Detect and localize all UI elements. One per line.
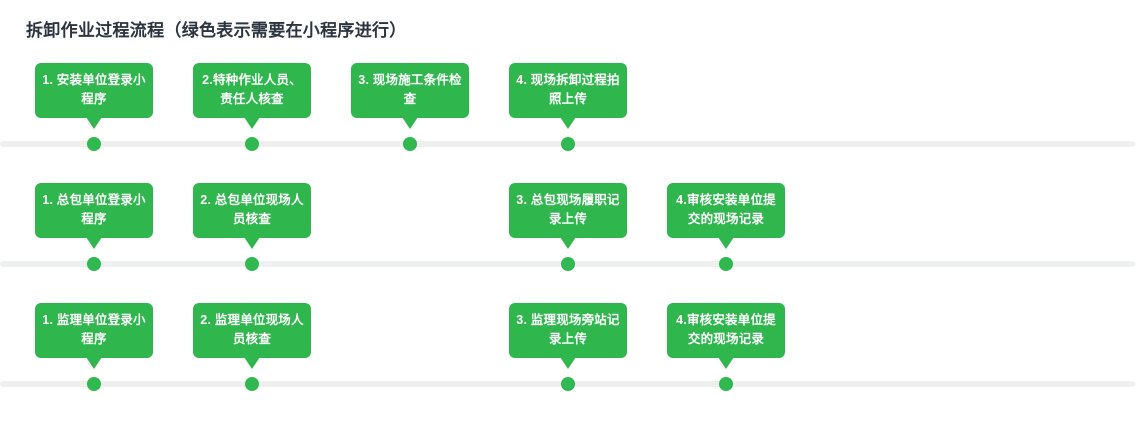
flow-node[interactable]: 4.审核安装单位提交的现场记录 xyxy=(667,303,785,369)
flow-node[interactable]: 3. 总包现场履职记录上传 xyxy=(509,183,627,249)
flow-node[interactable]: 4. 现场拆卸过程拍照上传 xyxy=(509,63,627,129)
speech-bubble-tail-icon xyxy=(560,117,576,129)
timeline-dot[interactable] xyxy=(561,137,575,151)
speech-bubble-tail-icon xyxy=(718,357,734,369)
timeline-dot[interactable] xyxy=(87,377,101,391)
flow-node[interactable]: 2. 监理单位现场人员核查 xyxy=(193,303,311,369)
speech-bubble-tail-icon xyxy=(560,237,576,249)
flow-node-label: 2. 总包单位现场人员核查 xyxy=(193,183,311,249)
flow-node[interactable]: 3. 监理现场旁站记录上传 xyxy=(509,303,627,369)
speech-bubble-tail-icon xyxy=(560,357,576,369)
timeline-dot[interactable] xyxy=(245,137,259,151)
timeline-dot[interactable] xyxy=(561,257,575,271)
speech-bubble-tail-icon xyxy=(244,117,260,129)
installation-unit-row: 1. 安装单位登录小程序 2.特种作业人员、责任人核查 3. 现场施工条件检查 4. … xyxy=(0,48,1140,168)
flow-node[interactable]: 3. 现场施工条件检查 xyxy=(351,63,469,129)
speech-bubble-tail-icon xyxy=(402,117,418,129)
flow-node-label: 2.特种作业人员、责任人核查 xyxy=(193,63,311,129)
speech-bubble-tail-icon xyxy=(86,357,102,369)
flow-node-label: 4.审核安装单位提交的现场记录 xyxy=(667,183,785,249)
timeline-dot[interactable] xyxy=(403,137,417,151)
supervision-unit-row: 1. 监理单位登录小程序 2. 监理单位现场人员核查 3. 监理现场旁站记录上传 4.… xyxy=(0,288,1140,408)
timeline-dot[interactable] xyxy=(561,377,575,391)
timeline-dot[interactable] xyxy=(719,257,733,271)
flow-node[interactable]: 1. 监理单位登录小程序 xyxy=(35,303,153,369)
flow-node-label: 2. 监理单位现场人员核查 xyxy=(193,303,311,369)
timeline-dot[interactable] xyxy=(245,377,259,391)
flow-node-label: 4. 现场拆卸过程拍照上传 xyxy=(509,63,627,129)
speech-bubble-tail-icon xyxy=(244,237,260,249)
flow-node-label: 1. 安装单位登录小程序 xyxy=(35,63,153,129)
flow-node[interactable]: 1. 总包单位登录小程序 xyxy=(35,183,153,249)
general-contractor-row: 1. 总包单位登录小程序 2. 总包单位现场人员核查 3. 总包现场履职记录上传 4.… xyxy=(0,168,1140,288)
speech-bubble-tail-icon xyxy=(86,117,102,129)
flow-node[interactable]: 1. 安装单位登录小程序 xyxy=(35,63,153,129)
flow-node-label: 4.审核安装单位提交的现场记录 xyxy=(667,303,785,369)
flow-node-label: 1. 监理单位登录小程序 xyxy=(35,303,153,369)
timeline-dot[interactable] xyxy=(87,137,101,151)
flow-node-label: 3. 现场施工条件检查 xyxy=(351,63,469,129)
flow-node-label: 3. 总包现场履职记录上传 xyxy=(509,183,627,249)
timeline-dot[interactable] xyxy=(719,377,733,391)
flow-node-label: 3. 监理现场旁站记录上传 xyxy=(509,303,627,369)
speech-bubble-tail-icon xyxy=(86,237,102,249)
flow-node[interactable]: 2. 总包单位现场人员核查 xyxy=(193,183,311,249)
flow-node-label: 1. 总包单位登录小程序 xyxy=(35,183,153,249)
speech-bubble-tail-icon xyxy=(244,357,260,369)
flow-node[interactable]: 4.审核安装单位提交的现场记录 xyxy=(667,183,785,249)
page-title: 拆卸作业过程流程（绿色表示需要在小程序进行） xyxy=(26,21,407,40)
timeline-dot[interactable] xyxy=(87,257,101,271)
speech-bubble-tail-icon xyxy=(718,237,734,249)
timeline-dot[interactable] xyxy=(245,257,259,271)
flow-node[interactable]: 2.特种作业人员、责任人核查 xyxy=(193,63,311,129)
